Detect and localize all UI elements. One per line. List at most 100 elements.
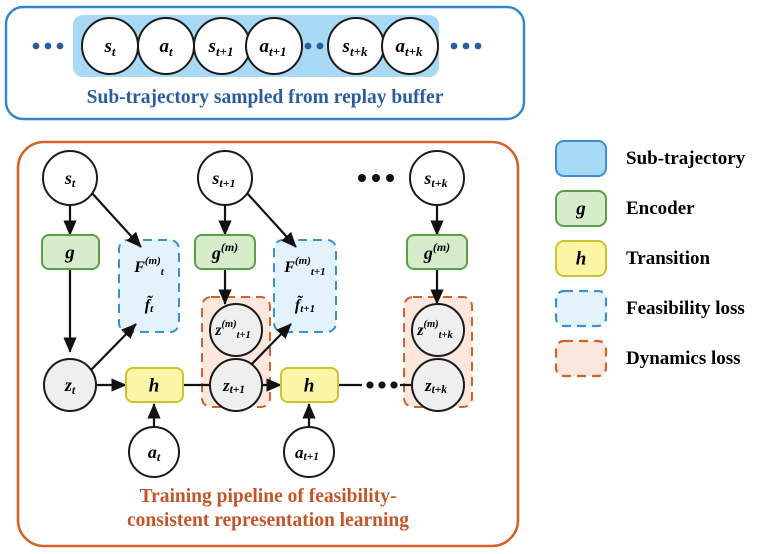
svg-text:st+1: st+1 (208, 36, 234, 59)
node-base: a (395, 36, 405, 57)
latent-node-t: zt (43, 358, 97, 412)
latent-node-t1: zt+1 (209, 358, 263, 412)
node-sub: t+1 (269, 44, 287, 59)
svg-text:at: at (148, 442, 161, 464)
encoder-box-t1 (194, 234, 256, 270)
legend-label-transition: Transition (626, 248, 711, 269)
dynamics-loss-box-t1 (201, 296, 271, 408)
svg-text:z(m)t+1: z(m)t+1 (214, 319, 251, 341)
pipeline-panel-border (16, 140, 520, 548)
subtrajectory-panel: st at st+1 at+1 (4, 5, 526, 121)
latent-node-tk: zt+k (411, 358, 465, 412)
svg-text:zt+k: zt+k (424, 376, 447, 397)
pipeline-top-ellipsis (358, 174, 394, 182)
svg-text:st+k: st+k (423, 168, 447, 190)
svg-text:at+1: at+1 (295, 443, 319, 464)
svg-text:g(m): g(m) (423, 240, 450, 263)
arrow-state-to-feasibility-t1 (245, 191, 297, 248)
node-sub: t+k (350, 44, 368, 59)
node-sub: t+1 (216, 44, 234, 59)
node-base: s (103, 36, 111, 57)
legend-swatch-transition (555, 240, 607, 277)
subtrajectory-node: st+k (327, 17, 385, 75)
feasibility-F-t1: F(m)t+1 (283, 255, 325, 278)
state-node-tk: st+k (409, 150, 465, 206)
transition-box-t1 (280, 367, 339, 403)
legend-label-feasibility: Feasibility loss (626, 298, 745, 319)
pipeline-caption-line2: consistent representation learning (127, 510, 409, 531)
latent-m-node-t1: z(m)t+1 (209, 303, 263, 357)
svg-text:at+k: at+k (395, 36, 423, 59)
top-mid-ellipsis (292, 42, 324, 50)
transition-label-t1: h (304, 376, 315, 397)
svg-text:st+k: st+k (342, 36, 368, 59)
arrow-state-to-feasibility-t (90, 191, 142, 248)
subtrajectory-caption: Sub-trajectory sampled from replay buffe… (87, 87, 444, 108)
latent-m-node-tk: z(m)t+k (411, 303, 465, 357)
legend-swatch-subtrajectory (555, 140, 607, 177)
encoder-base-tk: g (423, 243, 433, 263)
pipeline-caption-line1: Training pipeline of feasibility- (140, 486, 397, 507)
legend-swatch-text-encoder: g (575, 199, 586, 220)
action-node-t: at (128, 426, 180, 478)
svg-text:z(m)t+k: z(m)t+k (416, 319, 453, 341)
arrow-latent-to-feasibility-t1 (245, 323, 292, 371)
subtrajectory-node: at+k (381, 17, 439, 75)
svg-text:zt: zt (64, 375, 76, 397)
legend-swatch-text-transition: h (576, 249, 587, 270)
svg-text:st: st (103, 36, 115, 59)
node-sub: t (112, 44, 116, 59)
node-sub: t+k (405, 44, 423, 59)
pipeline-panel: g g(m) g(m) h h F(m)t f̃t F(m)t+1 (16, 140, 520, 548)
feasibility-F-t: F(m)t (133, 255, 165, 278)
node-base: a (259, 36, 269, 57)
feasibility-loss-box-t1 (273, 239, 337, 333)
legend-swatch-feasibility (554, 289, 608, 328)
legend-label-subtrajectory: Sub-trajectory (626, 148, 746, 169)
node-base: s (342, 36, 350, 57)
legend-label-encoder: Encoder (626, 198, 695, 219)
legend-item-subtrajectory: Sub-trajectory (555, 140, 746, 177)
subtrajectory-node: st (81, 17, 139, 75)
arrow-latent-to-feasibility-t (90, 323, 137, 371)
legend-item-feasibility: Feasibility loss (554, 289, 745, 328)
transition-label-t: h (149, 376, 160, 397)
legend-item-dynamics: Dynamics loss (554, 339, 741, 378)
top-leading-ellipsis (32, 42, 64, 50)
svg-text:st+1: st+1 (211, 168, 235, 190)
legend: Sub-trajectory g Encoder h Transition Fe… (554, 140, 746, 378)
svg-text:at+1: at+1 (259, 36, 286, 59)
top-trailing-ellipsis (450, 42, 482, 50)
subtrajectory-node: st+1 (193, 17, 251, 75)
state-node-t1: st+1 (197, 150, 253, 206)
legend-swatch-encoder (555, 190, 607, 227)
encoder-sup-tk: (m) (433, 240, 450, 254)
svg-text:st: st (64, 168, 76, 190)
svg-text:g(m): g(m) (211, 240, 238, 263)
encoder-sup-t1: (m) (221, 240, 238, 254)
legend-item-encoder: g Encoder (555, 190, 695, 227)
node-base: a (159, 36, 169, 57)
legend-label-dynamics: Dynamics loss (626, 348, 741, 369)
node-base: s (208, 36, 216, 57)
subtrajectory-band (73, 15, 439, 77)
legend-swatch-dynamics (554, 339, 608, 378)
subtrajectory-node: at (137, 17, 195, 75)
node-sub: t (169, 44, 173, 59)
encoder-box-t (41, 234, 100, 270)
transition-box-t (125, 367, 184, 403)
feasibility-f-tilde-t: f̃t (145, 294, 154, 315)
encoder-label-t: g (64, 243, 75, 264)
feasibility-loss-box-t (118, 239, 180, 333)
encoder-box-tk (406, 234, 468, 270)
subtrajectory-panel-border (4, 5, 526, 121)
legend-item-transition: h Transition (555, 240, 711, 277)
dynamics-loss-box-tk (403, 296, 473, 408)
pipeline-mid-ellipsis (366, 381, 398, 389)
svg-text:at: at (159, 36, 173, 59)
action-node-t1: at+1 (283, 426, 335, 478)
state-node-t: st (42, 150, 98, 206)
feasibility-f-tilde-t1: f̃t+1 (295, 294, 315, 315)
